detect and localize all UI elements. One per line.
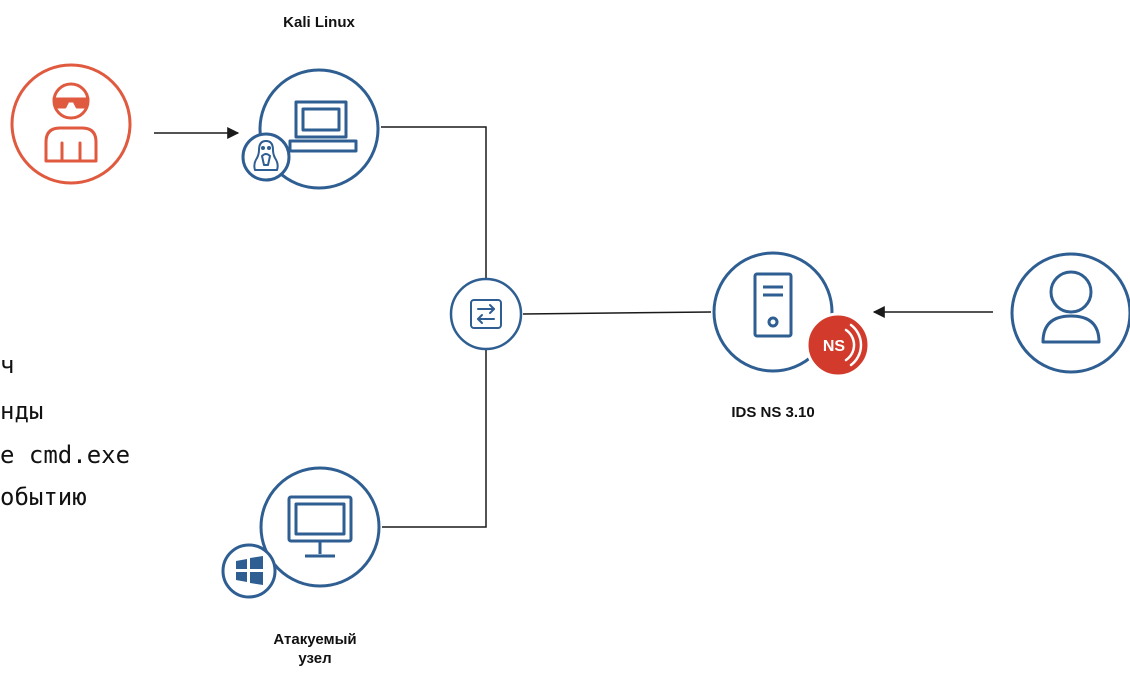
linux-penguin-icon bbox=[253, 140, 279, 171]
target-label-line2: узел bbox=[298, 650, 332, 667]
ns-badge-text: NS bbox=[823, 338, 846, 355]
kali-label: Kali Linux bbox=[283, 14, 355, 31]
hacker-icon bbox=[44, 82, 98, 163]
target-node bbox=[221, 466, 381, 599]
kali-node bbox=[241, 68, 380, 190]
target-label: Атакуемый узел bbox=[240, 630, 390, 668]
overlay-text-line-2: нды bbox=[0, 397, 44, 425]
ids-node-circle bbox=[712, 251, 834, 373]
attacker-node bbox=[10, 63, 132, 185]
monitor-icon bbox=[287, 495, 353, 558]
edge-kali-to-switch bbox=[381, 126, 487, 280]
server-icon bbox=[753, 272, 793, 338]
overlay-text-line-3: e cmd.exe bbox=[0, 441, 131, 469]
attacker-node-circle bbox=[10, 63, 132, 185]
admin-node bbox=[1010, 252, 1130, 374]
ids-label: IDS NS 3.10 bbox=[731, 404, 815, 421]
connections bbox=[154, 126, 993, 528]
ids-node: NS bbox=[712, 251, 871, 378]
overlay-text-line-4: обытию bbox=[0, 483, 87, 511]
switch-node bbox=[449, 277, 523, 351]
switch-node-circle bbox=[449, 277, 523, 351]
user-icon bbox=[1041, 270, 1101, 344]
edge-switch-to-target bbox=[382, 348, 487, 528]
ns-badge-circle bbox=[805, 312, 871, 378]
overlay-text-line-1: ч bbox=[0, 351, 15, 379]
ns-logo-icon bbox=[844, 323, 863, 367]
target-node-circle bbox=[259, 466, 381, 588]
windows-icon bbox=[236, 556, 263, 585]
switch-arrows-icon bbox=[470, 299, 502, 329]
edge-switch-to-ids bbox=[522, 311, 712, 315]
target-label-line1: Атакуемый bbox=[273, 631, 357, 648]
windows-badge-circle bbox=[221, 543, 277, 599]
laptop-icon bbox=[288, 100, 358, 153]
